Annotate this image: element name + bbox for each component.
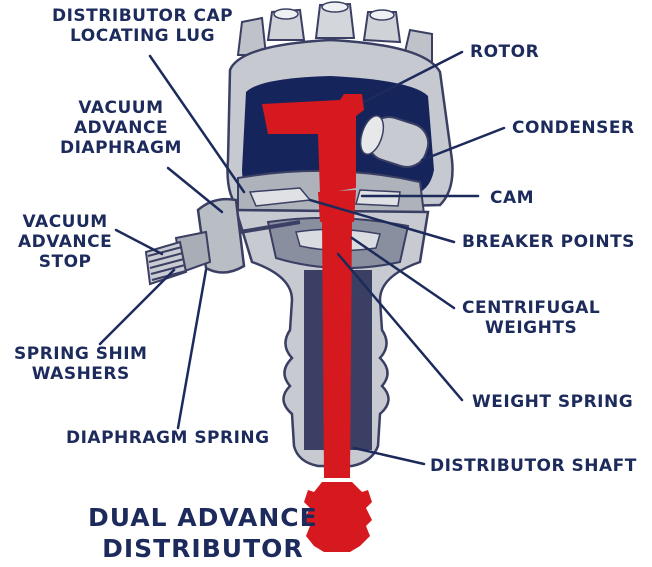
label-rotor: ROTOR <box>470 42 539 62</box>
label-cam: CAM <box>490 188 534 208</box>
label-line: CENTRIFUGAL <box>462 298 600 318</box>
label-line: ROTOR <box>470 42 539 62</box>
leader-vacuum-stop <box>116 230 162 254</box>
label-spring-shim-washers: SPRING SHIM WASHERS <box>14 344 147 384</box>
label-breaker-points: BREAKER POINTS <box>462 232 635 252</box>
distributor-shaft <box>322 222 352 478</box>
label-condenser: CONDENSER <box>512 118 635 138</box>
label-line: LOCATING LUG <box>52 26 233 46</box>
label-weight-spring: WEIGHT SPRING <box>472 392 633 412</box>
label-line: STOP <box>18 252 112 272</box>
label-line: WEIGHTS <box>462 318 600 338</box>
label-line: WASHERS <box>14 364 147 384</box>
label-distributor-shaft: DISTRIBUTOR SHAFT <box>430 456 637 476</box>
label-line: DIAPHRAGM <box>60 138 182 158</box>
label-vacuum-advance-stop: VACUUM ADVANCE STOP <box>18 212 112 272</box>
label-diaphragm-spring: DIAPHRAGM SPRING <box>66 428 270 448</box>
label-line: DISTRIBUTOR CAP <box>52 6 233 26</box>
label-line: CONDENSER <box>512 118 635 138</box>
label-vacuum-advance-diaphragm: VACUUM ADVANCE DIAPHRAGM <box>60 98 182 158</box>
title-line: DUAL ADVANCE <box>88 502 318 533</box>
label-line: DISTRIBUTOR SHAFT <box>430 456 637 476</box>
label-line: CAM <box>490 188 534 208</box>
label-line: WEIGHT SPRING <box>472 392 633 412</box>
cam <box>318 190 356 222</box>
diagram-title: DUAL ADVANCE DISTRIBUTOR <box>88 502 318 564</box>
label-line: SPRING SHIM <box>14 344 147 364</box>
leader-shim-washers <box>100 270 174 344</box>
leader-vacuum-diaphragm <box>168 168 222 212</box>
label-line: ADVANCE <box>60 118 182 138</box>
label-line: ADVANCE <box>18 232 112 252</box>
label-line: DIAPHRAGM SPRING <box>66 428 270 448</box>
label-distributor-cap-locating-lug: DISTRIBUTOR CAP LOCATING LUG <box>52 6 233 46</box>
label-line: VACUUM <box>60 98 182 118</box>
label-centrifugal-weights: CENTRIFUGAL WEIGHTS <box>462 298 600 338</box>
label-line: VACUUM <box>18 212 112 232</box>
leader-diaphragm-spring <box>178 270 206 428</box>
title-line: DISTRIBUTOR <box>88 533 318 564</box>
label-line: BREAKER POINTS <box>462 232 635 252</box>
